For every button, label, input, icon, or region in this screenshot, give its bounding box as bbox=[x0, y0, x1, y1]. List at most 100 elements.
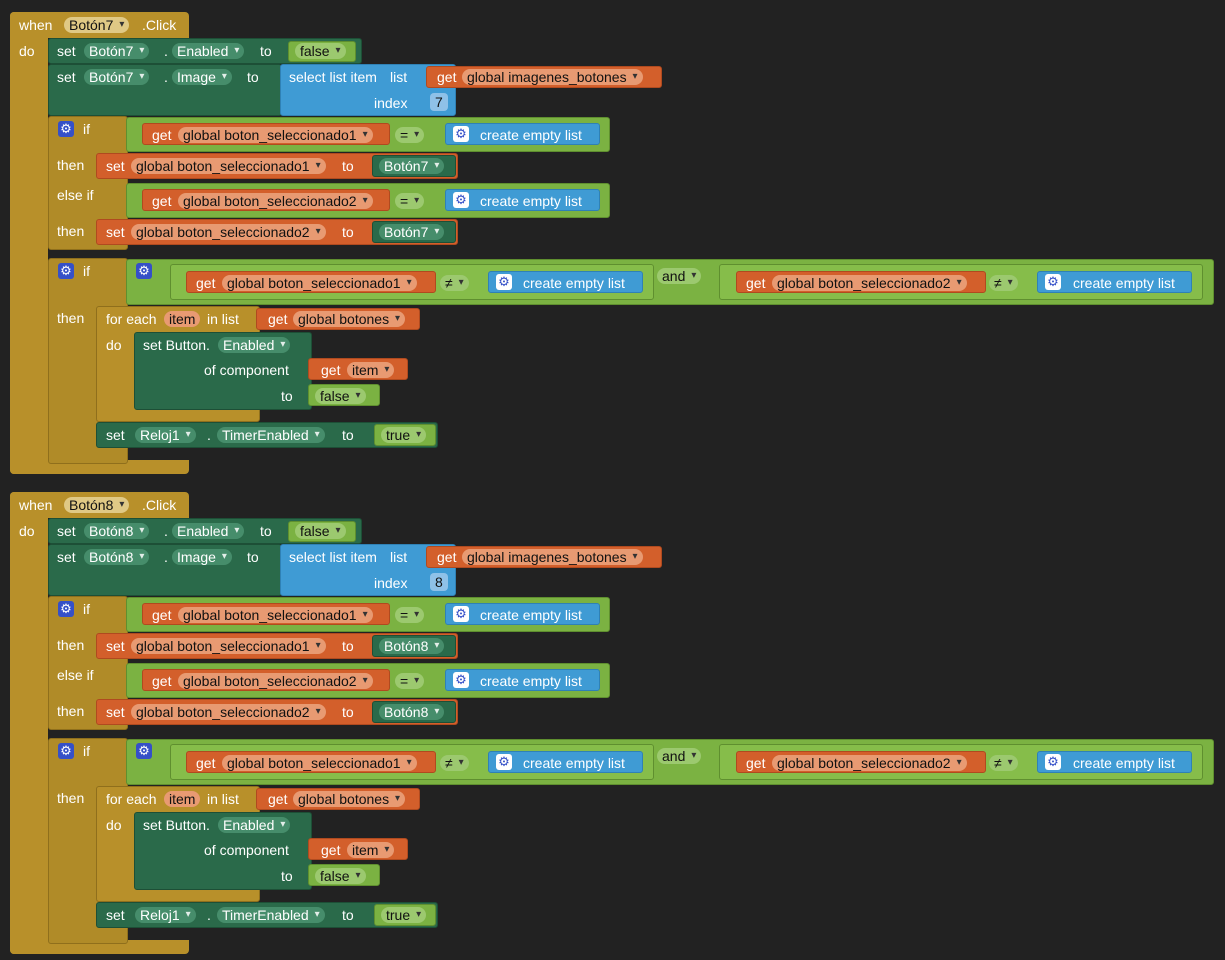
variable-dropdown[interactable]: global boton_seleccionado2 bbox=[131, 224, 326, 240]
event-component-dropdown[interactable]: Botón7 bbox=[64, 17, 130, 33]
operator-dropdown[interactable]: ≠ bbox=[440, 755, 469, 771]
variable-dropdown[interactable]: global boton_seleccionado2 bbox=[772, 275, 967, 291]
variable-dropdown[interactable]: global botones bbox=[293, 311, 406, 327]
variable-dropdown[interactable]: global boton_seleccionado1 bbox=[178, 127, 373, 143]
gear-icon[interactable]: ⚙ bbox=[58, 121, 74, 137]
and-dropdown[interactable]: and bbox=[657, 748, 702, 764]
component-dropdown[interactable]: Botón8 bbox=[379, 704, 445, 720]
boolean-dropdown[interactable]: false bbox=[295, 43, 346, 59]
event-block-Botón8[interactable]: when Botón8 .Click do set Botón8 . Enabl… bbox=[0, 480, 1225, 960]
and-dropdown[interactable]: and bbox=[657, 268, 702, 284]
boolean-dropdown[interactable]: false bbox=[315, 868, 366, 884]
operator-dropdown[interactable]: = bbox=[395, 607, 425, 623]
variable-dropdown[interactable]: global imagenes_botones bbox=[462, 549, 643, 565]
get-label: get bbox=[321, 362, 341, 378]
property-dropdown[interactable]: Enabled bbox=[172, 43, 245, 59]
create-empty-list-block[interactable] bbox=[445, 669, 600, 691]
variable-dropdown[interactable]: global boton_seleccionado1 bbox=[131, 638, 326, 654]
gear-icon[interactable]: ⚙ bbox=[136, 743, 152, 759]
property-dropdown[interactable]: Image bbox=[172, 69, 232, 85]
gear-icon[interactable]: ⚙ bbox=[496, 274, 512, 290]
variable-dropdown[interactable]: global boton_seleccionado1 bbox=[131, 158, 326, 174]
property-dropdown[interactable]: Enabled bbox=[218, 817, 291, 833]
index-number-field[interactable]: 7 bbox=[430, 93, 448, 111]
variable-dropdown[interactable]: global boton_seleccionado1 bbox=[178, 607, 373, 623]
gear-icon[interactable]: ⚙ bbox=[453, 606, 469, 622]
variable-dropdown[interactable]: global boton_seleccionado2 bbox=[772, 755, 967, 771]
boolean-dropdown[interactable]: true bbox=[381, 427, 427, 443]
event-name: .Click bbox=[142, 497, 177, 513]
variable-dropdown[interactable]: item bbox=[347, 842, 395, 858]
create-empty-list-label: create empty list bbox=[480, 127, 582, 143]
get-label: get bbox=[746, 275, 766, 291]
set-label: set bbox=[57, 69, 76, 85]
variable-dropdown[interactable]: global imagenes_botones bbox=[462, 69, 643, 85]
set-label: set bbox=[57, 549, 76, 565]
gear-icon[interactable]: ⚙ bbox=[1045, 274, 1061, 290]
operator-dropdown[interactable]: = bbox=[395, 127, 425, 143]
gear-icon[interactable]: ⚙ bbox=[58, 601, 74, 617]
create-empty-list-block[interactable] bbox=[1037, 271, 1192, 293]
property-dropdown[interactable]: Enabled bbox=[172, 523, 245, 539]
component-dropdown[interactable]: Botón8 bbox=[84, 523, 150, 539]
variable-dropdown[interactable]: global boton_seleccionado1 bbox=[222, 755, 417, 771]
property-dropdown[interactable]: TimerEnabled bbox=[217, 907, 325, 923]
event-component-dropdown[interactable]: Botón8 bbox=[64, 497, 130, 513]
gear-icon[interactable]: ⚙ bbox=[58, 743, 74, 759]
property-dropdown[interactable]: Enabled bbox=[218, 337, 291, 353]
create-empty-list-block[interactable] bbox=[488, 271, 643, 293]
variable-dropdown[interactable]: global botones bbox=[293, 791, 406, 807]
component-dropdown[interactable]: Botón8 bbox=[379, 638, 445, 654]
create-empty-list-block[interactable] bbox=[445, 603, 600, 625]
gear-icon[interactable]: ⚙ bbox=[453, 672, 469, 688]
create-empty-list-block[interactable] bbox=[445, 123, 600, 145]
component-dropdown[interactable]: Botón8 bbox=[84, 549, 150, 565]
component-dropdown[interactable]: Botón7 bbox=[84, 69, 150, 85]
create-empty-list-block[interactable] bbox=[1037, 751, 1192, 773]
to-label: to bbox=[342, 907, 354, 923]
gear-icon[interactable]: ⚙ bbox=[496, 754, 512, 770]
variable-dropdown[interactable]: item bbox=[347, 362, 395, 378]
boolean-dropdown[interactable]: false bbox=[295, 523, 346, 539]
boolean-dropdown[interactable]: true bbox=[381, 907, 427, 923]
gear-icon[interactable]: ⚙ bbox=[58, 263, 74, 279]
gear-icon[interactable]: ⚙ bbox=[453, 126, 469, 142]
then-label: then bbox=[57, 223, 85, 239]
boolean-dropdown[interactable]: false bbox=[315, 388, 366, 404]
component-dropdown[interactable]: Botón7 bbox=[379, 158, 445, 174]
set-label: set bbox=[106, 224, 125, 240]
get-label: get bbox=[152, 193, 172, 209]
gear-icon[interactable]: ⚙ bbox=[136, 263, 152, 279]
gear-icon[interactable]: ⚙ bbox=[453, 192, 469, 208]
variable-dropdown[interactable]: global boton_seleccionado2 bbox=[131, 704, 326, 720]
create-empty-list-block[interactable] bbox=[445, 189, 600, 211]
component-dropdown[interactable]: Botón7 bbox=[84, 43, 150, 59]
index-number-field[interactable]: 8 bbox=[430, 573, 448, 591]
operator-dropdown[interactable]: = bbox=[395, 193, 425, 209]
variable-dropdown[interactable]: global boton_seleccionado1 bbox=[222, 275, 417, 291]
operator-dropdown[interactable]: ≠ bbox=[989, 275, 1018, 291]
operator-dropdown[interactable]: ≠ bbox=[989, 755, 1018, 771]
variable-dropdown[interactable]: global boton_seleccionado2 bbox=[178, 673, 373, 689]
component-dropdown[interactable]: Botón7 bbox=[379, 224, 445, 240]
get-label: get bbox=[196, 755, 216, 771]
item-variable-field[interactable]: item bbox=[164, 311, 201, 327]
gear-icon[interactable]: ⚙ bbox=[1045, 754, 1061, 770]
operator-dropdown[interactable]: ≠ bbox=[440, 275, 469, 291]
operator-dropdown[interactable]: = bbox=[395, 673, 425, 689]
event-block-Botón7[interactable]: when Botón7 .Click do set Botón7 . Enabl… bbox=[0, 0, 1225, 480]
property-dropdown[interactable]: TimerEnabled bbox=[217, 427, 325, 443]
set-label: set bbox=[106, 427, 125, 443]
select-list-item-label: select list item bbox=[289, 69, 377, 85]
get-label: get bbox=[268, 791, 288, 807]
variable-dropdown[interactable]: global boton_seleccionado2 bbox=[178, 193, 373, 209]
then-label: then bbox=[57, 310, 85, 326]
component-dropdown[interactable]: Reloj1 bbox=[135, 427, 196, 443]
to-label: to bbox=[342, 224, 354, 240]
create-empty-list-label: create empty list bbox=[523, 275, 625, 291]
create-empty-list-block[interactable] bbox=[488, 751, 643, 773]
item-variable-field[interactable]: item bbox=[164, 791, 201, 807]
component-dropdown[interactable]: Reloj1 bbox=[135, 907, 196, 923]
property-dropdown[interactable]: Image bbox=[172, 549, 232, 565]
